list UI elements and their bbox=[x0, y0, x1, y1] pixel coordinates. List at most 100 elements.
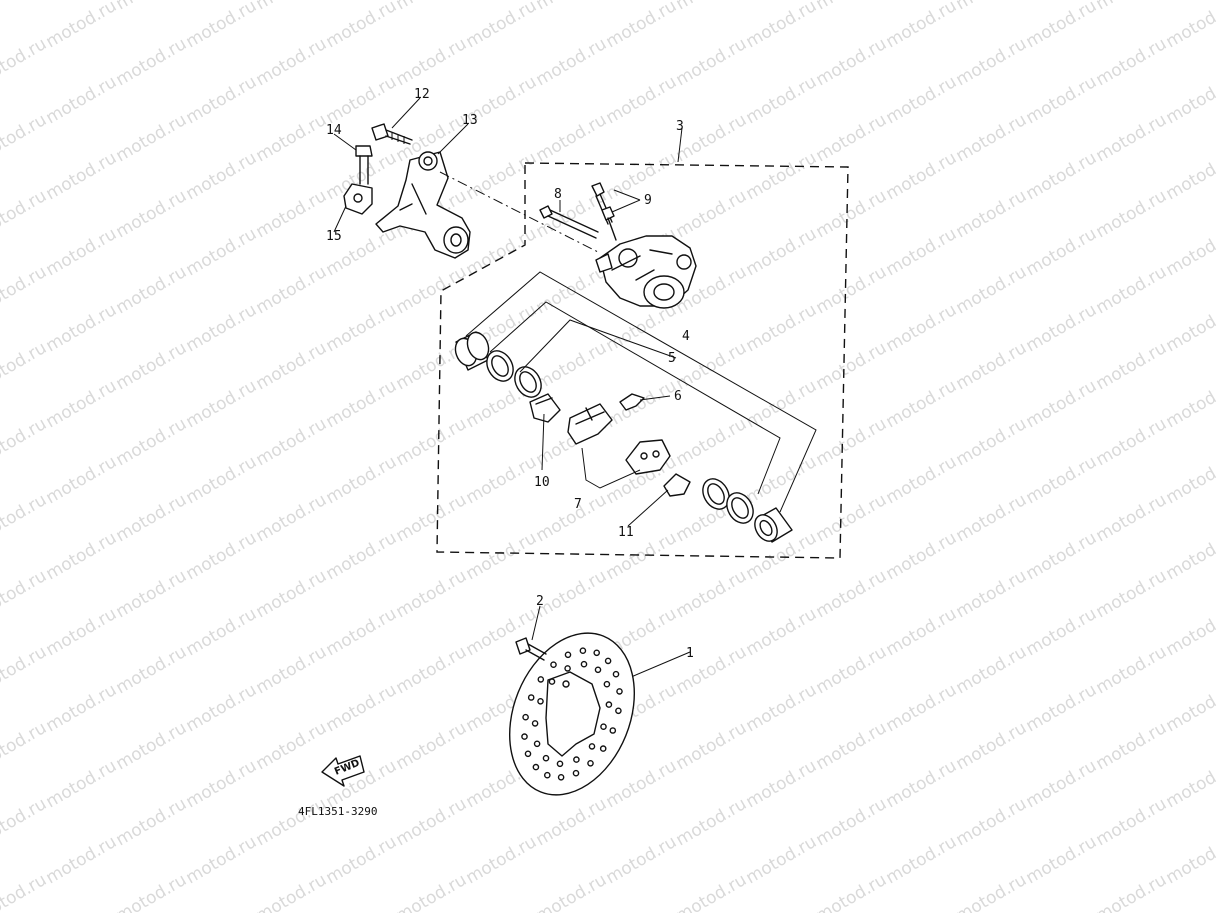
watermark-text: motod.ru bbox=[1023, 528, 1101, 584]
watermark-text: motod.ru bbox=[113, 490, 191, 546]
watermark-text: motod.ru bbox=[1093, 110, 1171, 166]
watermark-text: motod.ru bbox=[183, 148, 261, 204]
watermark-text: motod.ru bbox=[113, 718, 191, 774]
disc-hole bbox=[594, 666, 602, 674]
watermark-text: motod.ru bbox=[113, 338, 191, 394]
watermark-text: motod.ru bbox=[953, 794, 1031, 850]
watermark-text: motod.ru bbox=[953, 490, 1031, 546]
watermark-text: motod.ru bbox=[743, 756, 821, 812]
watermark-text: motod.ru bbox=[1023, 376, 1101, 432]
watermark-text: motod.ru bbox=[1163, 680, 1217, 736]
disc-hole bbox=[531, 720, 539, 727]
watermark-text: motod.ru bbox=[43, 680, 121, 736]
callout-11: 11 bbox=[618, 525, 634, 540]
watermark-text: motod.ru bbox=[953, 262, 1031, 318]
watermark-text: motod.ru bbox=[603, 832, 681, 888]
callout-6: 6 bbox=[674, 389, 682, 404]
watermark-text: motod.ru bbox=[1023, 300, 1101, 356]
watermark-text: motod.ru bbox=[743, 300, 821, 356]
watermark-text: motod.ru bbox=[43, 148, 121, 204]
watermark-text: motod.ru bbox=[953, 186, 1031, 242]
watermark-text: motod.ru bbox=[43, 72, 121, 128]
watermark-text: motod.ru bbox=[183, 224, 261, 280]
callout-9: 9 bbox=[644, 193, 652, 208]
disc-hole bbox=[564, 665, 571, 672]
watermark-text: motod.ru bbox=[393, 262, 471, 318]
watermark-text: motod.ru bbox=[673, 186, 751, 242]
watermark-text: motod.ru bbox=[393, 566, 471, 622]
watermark-text: motod.ru bbox=[883, 148, 961, 204]
watermark-text: motod.ru bbox=[673, 870, 751, 913]
disc-hole bbox=[556, 760, 564, 768]
disc-hole bbox=[603, 680, 611, 688]
watermark-text: motod.ru bbox=[43, 528, 121, 584]
watermark-text: motod.ru bbox=[323, 452, 401, 508]
watermark-text: motod.ru bbox=[743, 604, 821, 660]
disc-hole bbox=[537, 676, 545, 683]
watermark-text: motod.ru bbox=[533, 34, 611, 90]
watermark-text: motod.ru bbox=[1093, 870, 1171, 913]
disc-hole bbox=[533, 740, 541, 748]
watermark-text: motod.ru bbox=[953, 718, 1031, 774]
watermark-text: motod.ru bbox=[883, 224, 961, 280]
watermark-text: motod.ru bbox=[183, 832, 261, 888]
watermark-text: motod.ru bbox=[393, 870, 471, 913]
watermark-text: motod.ru bbox=[183, 300, 261, 356]
watermark-text: motod.ru bbox=[43, 604, 121, 660]
watermark-text: motod.ru bbox=[813, 186, 891, 242]
watermark-text: motod.ru bbox=[813, 34, 891, 90]
disc-hole bbox=[616, 688, 623, 695]
watermark-text: motod.ru bbox=[1093, 338, 1171, 394]
watermark-text: motod.ru bbox=[673, 414, 751, 470]
watermark-text: motod.ru bbox=[813, 262, 891, 318]
watermark-text: motod.ru bbox=[393, 794, 471, 850]
disc-hole bbox=[527, 694, 535, 701]
watermark-text: motod.ru bbox=[1093, 0, 1171, 14]
watermark-text: motod.ru bbox=[253, 870, 331, 913]
watermark-text: motod.ru bbox=[323, 680, 401, 736]
watermark-text: motod.ru bbox=[953, 414, 1031, 470]
watermark-text: motod.ru bbox=[393, 34, 471, 90]
watermark-text: motod.ru bbox=[743, 224, 821, 280]
caliper-bracket-group bbox=[343, 123, 599, 259]
watermark-text: motod.ru bbox=[743, 0, 821, 52]
watermark-text: motod.ru bbox=[463, 528, 541, 584]
watermark-text: motod.ru bbox=[603, 72, 681, 128]
watermark-text: motod.ru bbox=[0, 718, 50, 774]
watermark-text: motod.ru bbox=[1163, 300, 1217, 356]
watermark-text: motod.ru bbox=[533, 490, 611, 546]
watermark-text: motod.ru bbox=[1023, 604, 1101, 660]
watermark-text: motod.ru bbox=[0, 414, 50, 470]
watermark-text: motod.ru bbox=[813, 642, 891, 698]
watermark-text: motod.ru bbox=[1163, 376, 1217, 432]
watermark-text: motod.ru bbox=[1023, 680, 1101, 736]
watermark-text: motod.ru bbox=[1093, 566, 1171, 622]
watermark-text: motod.ru bbox=[883, 72, 961, 128]
watermark-text: motod.ru bbox=[0, 490, 50, 546]
callout-4: 4 bbox=[682, 329, 690, 344]
watermark-text: motod.ru bbox=[183, 756, 261, 812]
watermark-text: motod.ru bbox=[0, 0, 50, 14]
watermark-text: motod.ru bbox=[43, 832, 121, 888]
watermark-text: motod.ru bbox=[183, 680, 261, 736]
watermark-text: motod.ru bbox=[1093, 718, 1171, 774]
disc-hole bbox=[548, 678, 556, 685]
watermark-text: motod.ru bbox=[323, 376, 401, 432]
watermark-text: motod.ru bbox=[113, 186, 191, 242]
watermark-text: motod.ru bbox=[813, 0, 891, 14]
callout-7: 7 bbox=[574, 497, 582, 512]
watermark-text: motod.ru bbox=[883, 680, 961, 736]
pads-and-shims bbox=[529, 393, 691, 497]
watermark-text: motod.ru bbox=[603, 0, 681, 52]
watermark-text: motod.ru bbox=[813, 794, 891, 850]
watermark-text: motod.ru bbox=[953, 0, 1031, 14]
watermark-text: motod.ru bbox=[0, 262, 50, 318]
watermark-text: motod.ru bbox=[463, 224, 541, 280]
disc-hole bbox=[615, 707, 622, 715]
watermark-text: motod.ru bbox=[743, 148, 821, 204]
watermark-text: motod.ru bbox=[0, 110, 50, 166]
watermark-text: motod.ru bbox=[1023, 148, 1101, 204]
disc-hole bbox=[521, 733, 528, 740]
watermark-text: motod.ru bbox=[1163, 0, 1217, 52]
caliper-body bbox=[595, 235, 697, 309]
